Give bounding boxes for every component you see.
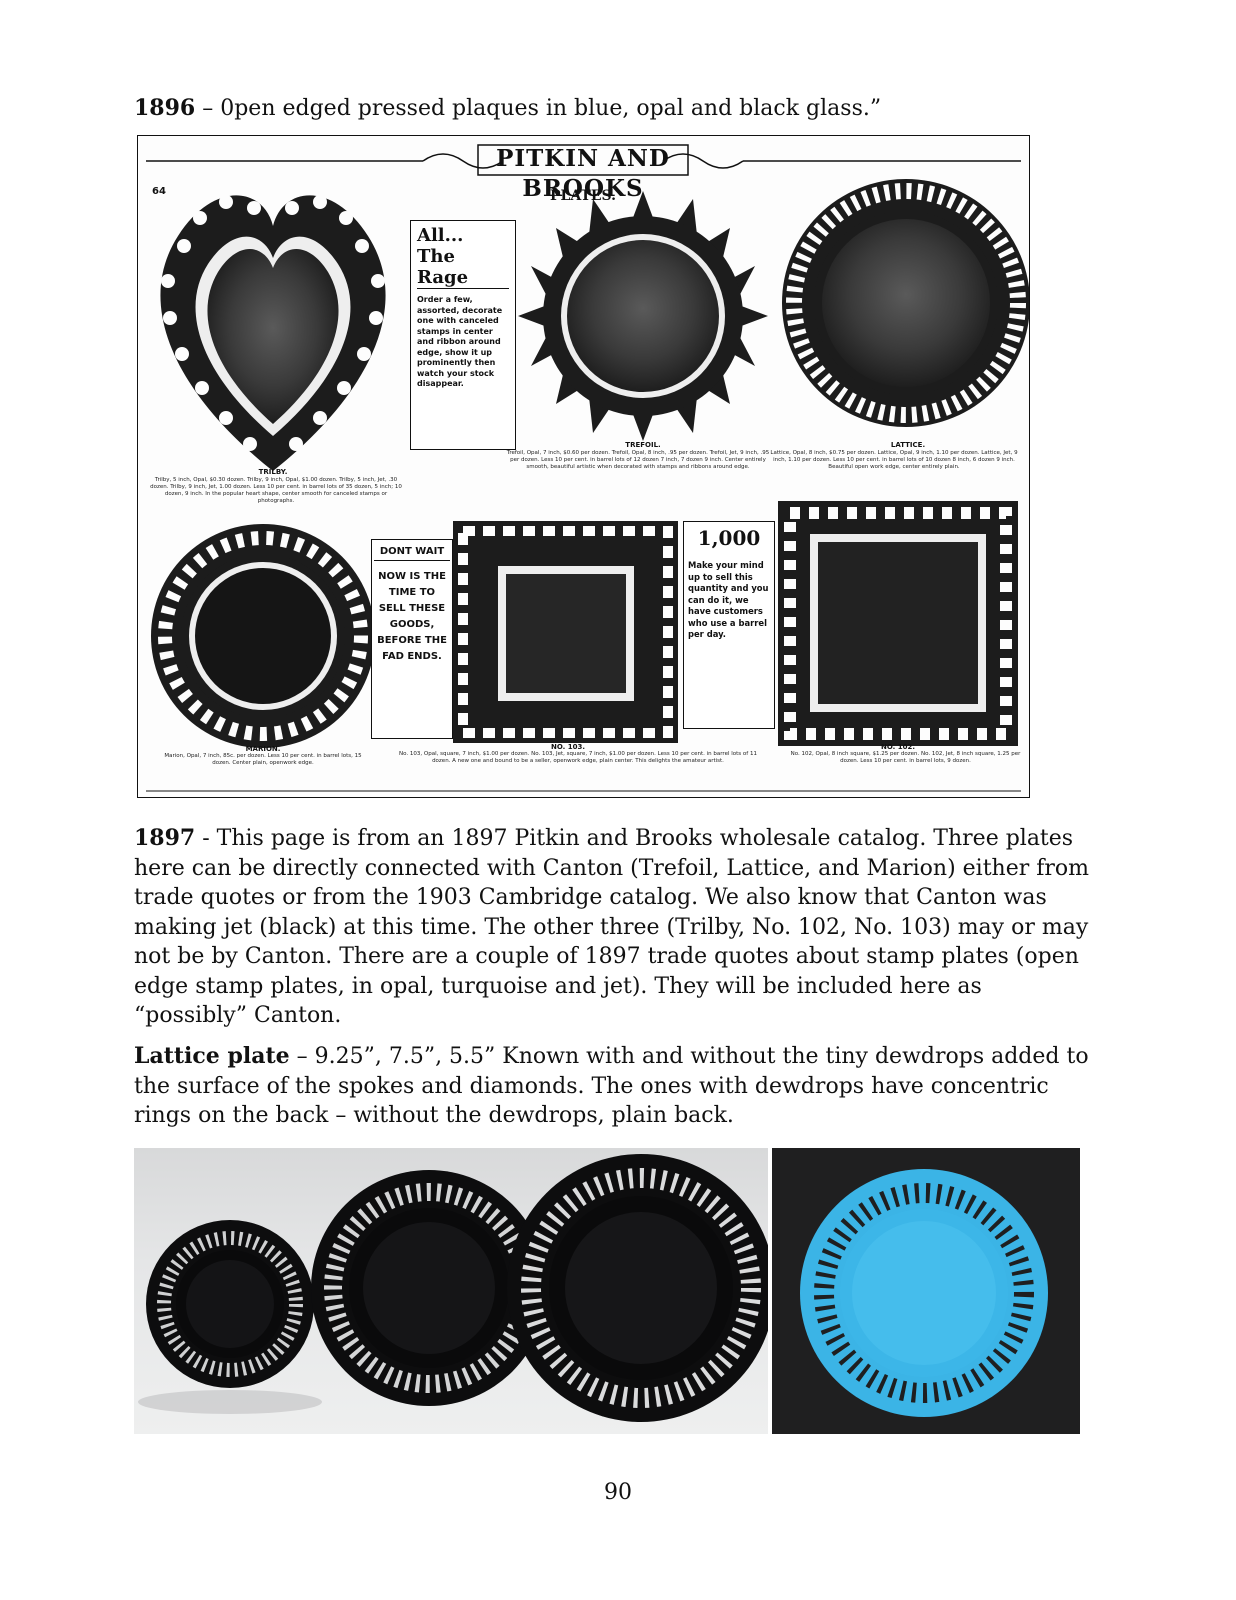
no103-square-plate: [453, 521, 678, 743]
box-thousand: 1,000 Make your mind up to sell this qua…: [683, 521, 775, 729]
rage-line2: The Rage: [417, 246, 509, 289]
caption-no103: No. 103, Opal, square, 7 inch, $1.00 per…: [399, 751, 757, 764]
catalog-page-number: 64: [152, 186, 166, 197]
catalog-page-scan: PITKIN AND BROOKS 64 PLATES. All... The …: [137, 135, 1030, 798]
turquoise-plate-illustration: [800, 1169, 1048, 1417]
catalog-illustrations: [146, 144, 1029, 792]
caption-trilby: Trilby, 5 inch, Opal, $0.30 dozen. Trilb…: [150, 477, 402, 504]
lattice-plate: [782, 179, 1029, 427]
caption-no102: No. 102, Opal, 8 inch square, $1.25 per …: [790, 751, 1021, 764]
jet-plates-illustration: [138, 1154, 768, 1422]
no102-square-plate: [778, 501, 1018, 746]
photo-jet-lattice-plates: [134, 1148, 768, 1434]
jet-plate-large: [507, 1154, 768, 1422]
label-trefoil: TREFOIL.: [625, 441, 661, 449]
catalog-heading: PLATES.: [549, 188, 617, 204]
box-all-the-rage: All... The Rage Order a few, assorted, d…: [410, 220, 516, 450]
jet-plate-small: [146, 1220, 314, 1388]
text-1896: – 0pen edged pressed plaques in blue, op…: [195, 96, 882, 121]
thousand-title: 1,000: [697, 526, 761, 550]
label-lattice: LATTICE.: [890, 441, 926, 449]
rage-line1: All...: [417, 225, 464, 246]
lattice-plate-title: Lattice plate: [134, 1043, 290, 1069]
paragraph-1897: 1897 - This page is from an 1897 Pitkin …: [134, 824, 1094, 1031]
marion-plate: [151, 524, 375, 748]
photo-turquoise-lattice-plate: [772, 1148, 1080, 1434]
turquoise-plate: [800, 1169, 1048, 1417]
catalog-brand: PITKIN AND BROOKS: [496, 145, 670, 202]
jet-plate-medium: [311, 1170, 547, 1406]
text-1897: - This page is from an 1897 Pitkin and B…: [134, 826, 1090, 1028]
box-dont-wait: DONT WAIT NOW IS THE TIME TO SELL THESE …: [371, 539, 453, 739]
caption-marion: Marion, Opal, 7 inch, 85c. per dozen. Le…: [164, 753, 362, 766]
trefoil-plate: [518, 191, 768, 441]
label-no103: NO. 103.: [550, 743, 586, 751]
trilby-heart-plate: [160, 195, 386, 471]
caption-trefoil: Trefoil, Opal, 7 inch, $0.60 per dozen. …: [506, 450, 770, 470]
label-marion: MARION.: [245, 745, 281, 753]
lattice-plate-text: – 9.25”, 7.5”, 5.5” Known with and witho…: [134, 1044, 1089, 1128]
wait-body: NOW IS THE TIME TO SELL THESE GOODS, BEF…: [377, 571, 447, 662]
label-no102: NO. 102.: [880, 743, 916, 751]
page-number: 90: [604, 1480, 632, 1505]
thousand-body: Make your mind up to sell this quantity …: [688, 560, 769, 639]
label-trilby: TRILBY.: [258, 468, 288, 476]
year-1896: 1896: [134, 95, 196, 121]
paragraph-1896: 1896 – 0pen edged pressed plaques in blu…: [134, 94, 1094, 124]
wait-title: DONT WAIT: [374, 544, 450, 561]
paragraph-lattice-plate: Lattice plate – 9.25”, 7.5”, 5.5” Known …: [134, 1042, 1094, 1131]
caption-lattice: Lattice, Opal, 8 inch, $0.75 per dozen. …: [770, 450, 1018, 470]
year-1897: 1897: [134, 825, 196, 851]
rage-body: Order a few, assorted, decorate one with…: [417, 295, 503, 388]
